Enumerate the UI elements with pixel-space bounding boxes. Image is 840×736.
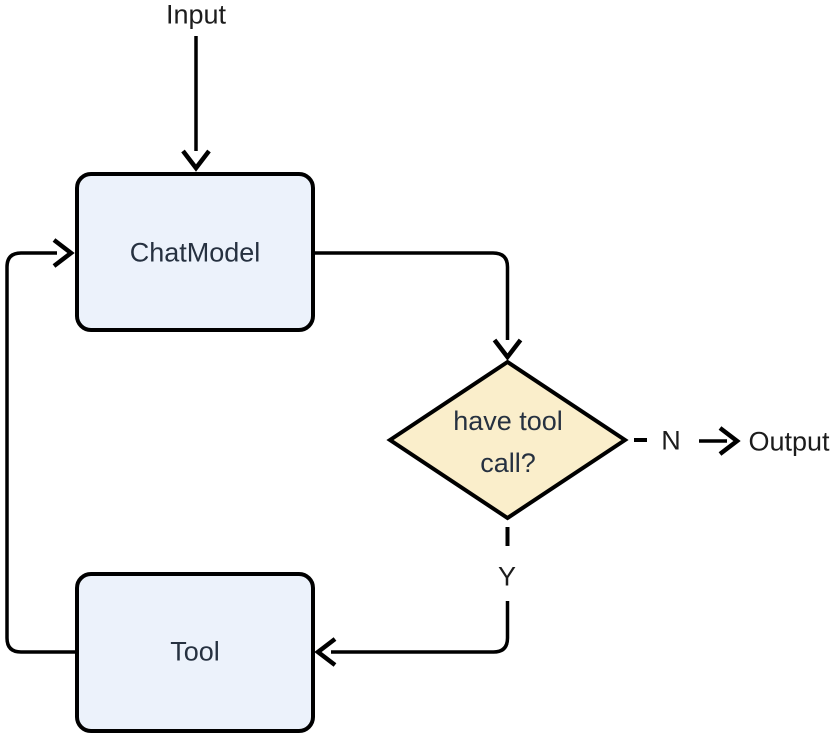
node-tool-label: Tool	[170, 636, 220, 667]
input-label: Input	[165, 0, 227, 30]
edge-label-yes: Y	[497, 561, 517, 592]
edge-decision-to-tool	[331, 601, 510, 654]
node-tool-shape	[75, 572, 315, 733]
arrowhead-right-icon	[718, 426, 741, 456]
node-chatmodel-shape	[75, 172, 315, 332]
node-chatmodel-label: ChatModel	[129, 237, 261, 268]
arrowhead-right-icon	[52, 238, 75, 268]
node-decision-shape	[386, 359, 629, 521]
decision-label-line2: call?	[480, 448, 536, 478]
output-label: Output	[748, 426, 830, 457]
arrowhead-down-icon	[492, 338, 523, 361]
decision-label-line1: have tool	[453, 406, 563, 436]
edge-label-no: N	[661, 425, 681, 456]
arrowhead-left-icon	[314, 637, 337, 667]
arrowhead-down-icon	[181, 149, 211, 172]
node-decision-label: have tool call?	[453, 400, 563, 484]
edge-chatmodel-to-decision	[315, 251, 510, 340]
edge-tool-to-chatmodel	[5, 251, 77, 654]
